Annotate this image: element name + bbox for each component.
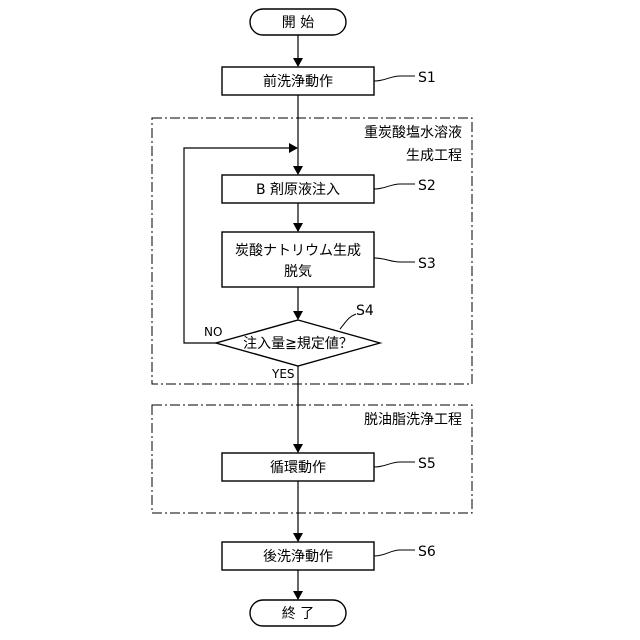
decarbonation-label-line1: 炭酸ナトリウム生成 xyxy=(235,243,361,259)
post-wash-label: 後洗浄動作 xyxy=(263,549,333,565)
decision-label: 注入量≧規定値？ xyxy=(243,336,353,352)
pre-wash-label: 前洗浄動作 xyxy=(263,73,333,90)
s5-leader xyxy=(374,462,415,467)
circulation-label: 循環動作 xyxy=(270,460,326,476)
decarbonation-label-line2: 脱気 xyxy=(284,264,312,280)
s6-leader xyxy=(374,550,415,556)
s3-leader xyxy=(374,258,415,262)
bicarbonate-region-title-line1: 重炭酸塩水溶液 xyxy=(364,125,462,141)
step-s6-label: S6 xyxy=(418,544,436,560)
step-s4-label: S4 xyxy=(356,303,374,319)
step-s5-label: S5 xyxy=(418,456,436,472)
start-label: 開 始 xyxy=(282,15,314,31)
agent-b-inject-label: B 剤原液注入 xyxy=(256,182,340,198)
bicarbonate-region-title-line2: 生成工程 xyxy=(406,148,462,164)
s1-leader xyxy=(374,76,415,81)
step-s2-label: S2 xyxy=(418,178,436,194)
s4-leader xyxy=(340,314,356,329)
end-label: 終 了 xyxy=(282,606,314,622)
decision-yes-label: YES xyxy=(271,367,295,381)
degrease-region-title: 脱油脂洗浄工程 xyxy=(364,412,462,428)
s2-leader xyxy=(374,184,415,189)
step-s3-label: S3 xyxy=(418,256,436,272)
decision-no-label: NO xyxy=(204,325,222,339)
step-s1-label: S1 xyxy=(418,70,436,86)
